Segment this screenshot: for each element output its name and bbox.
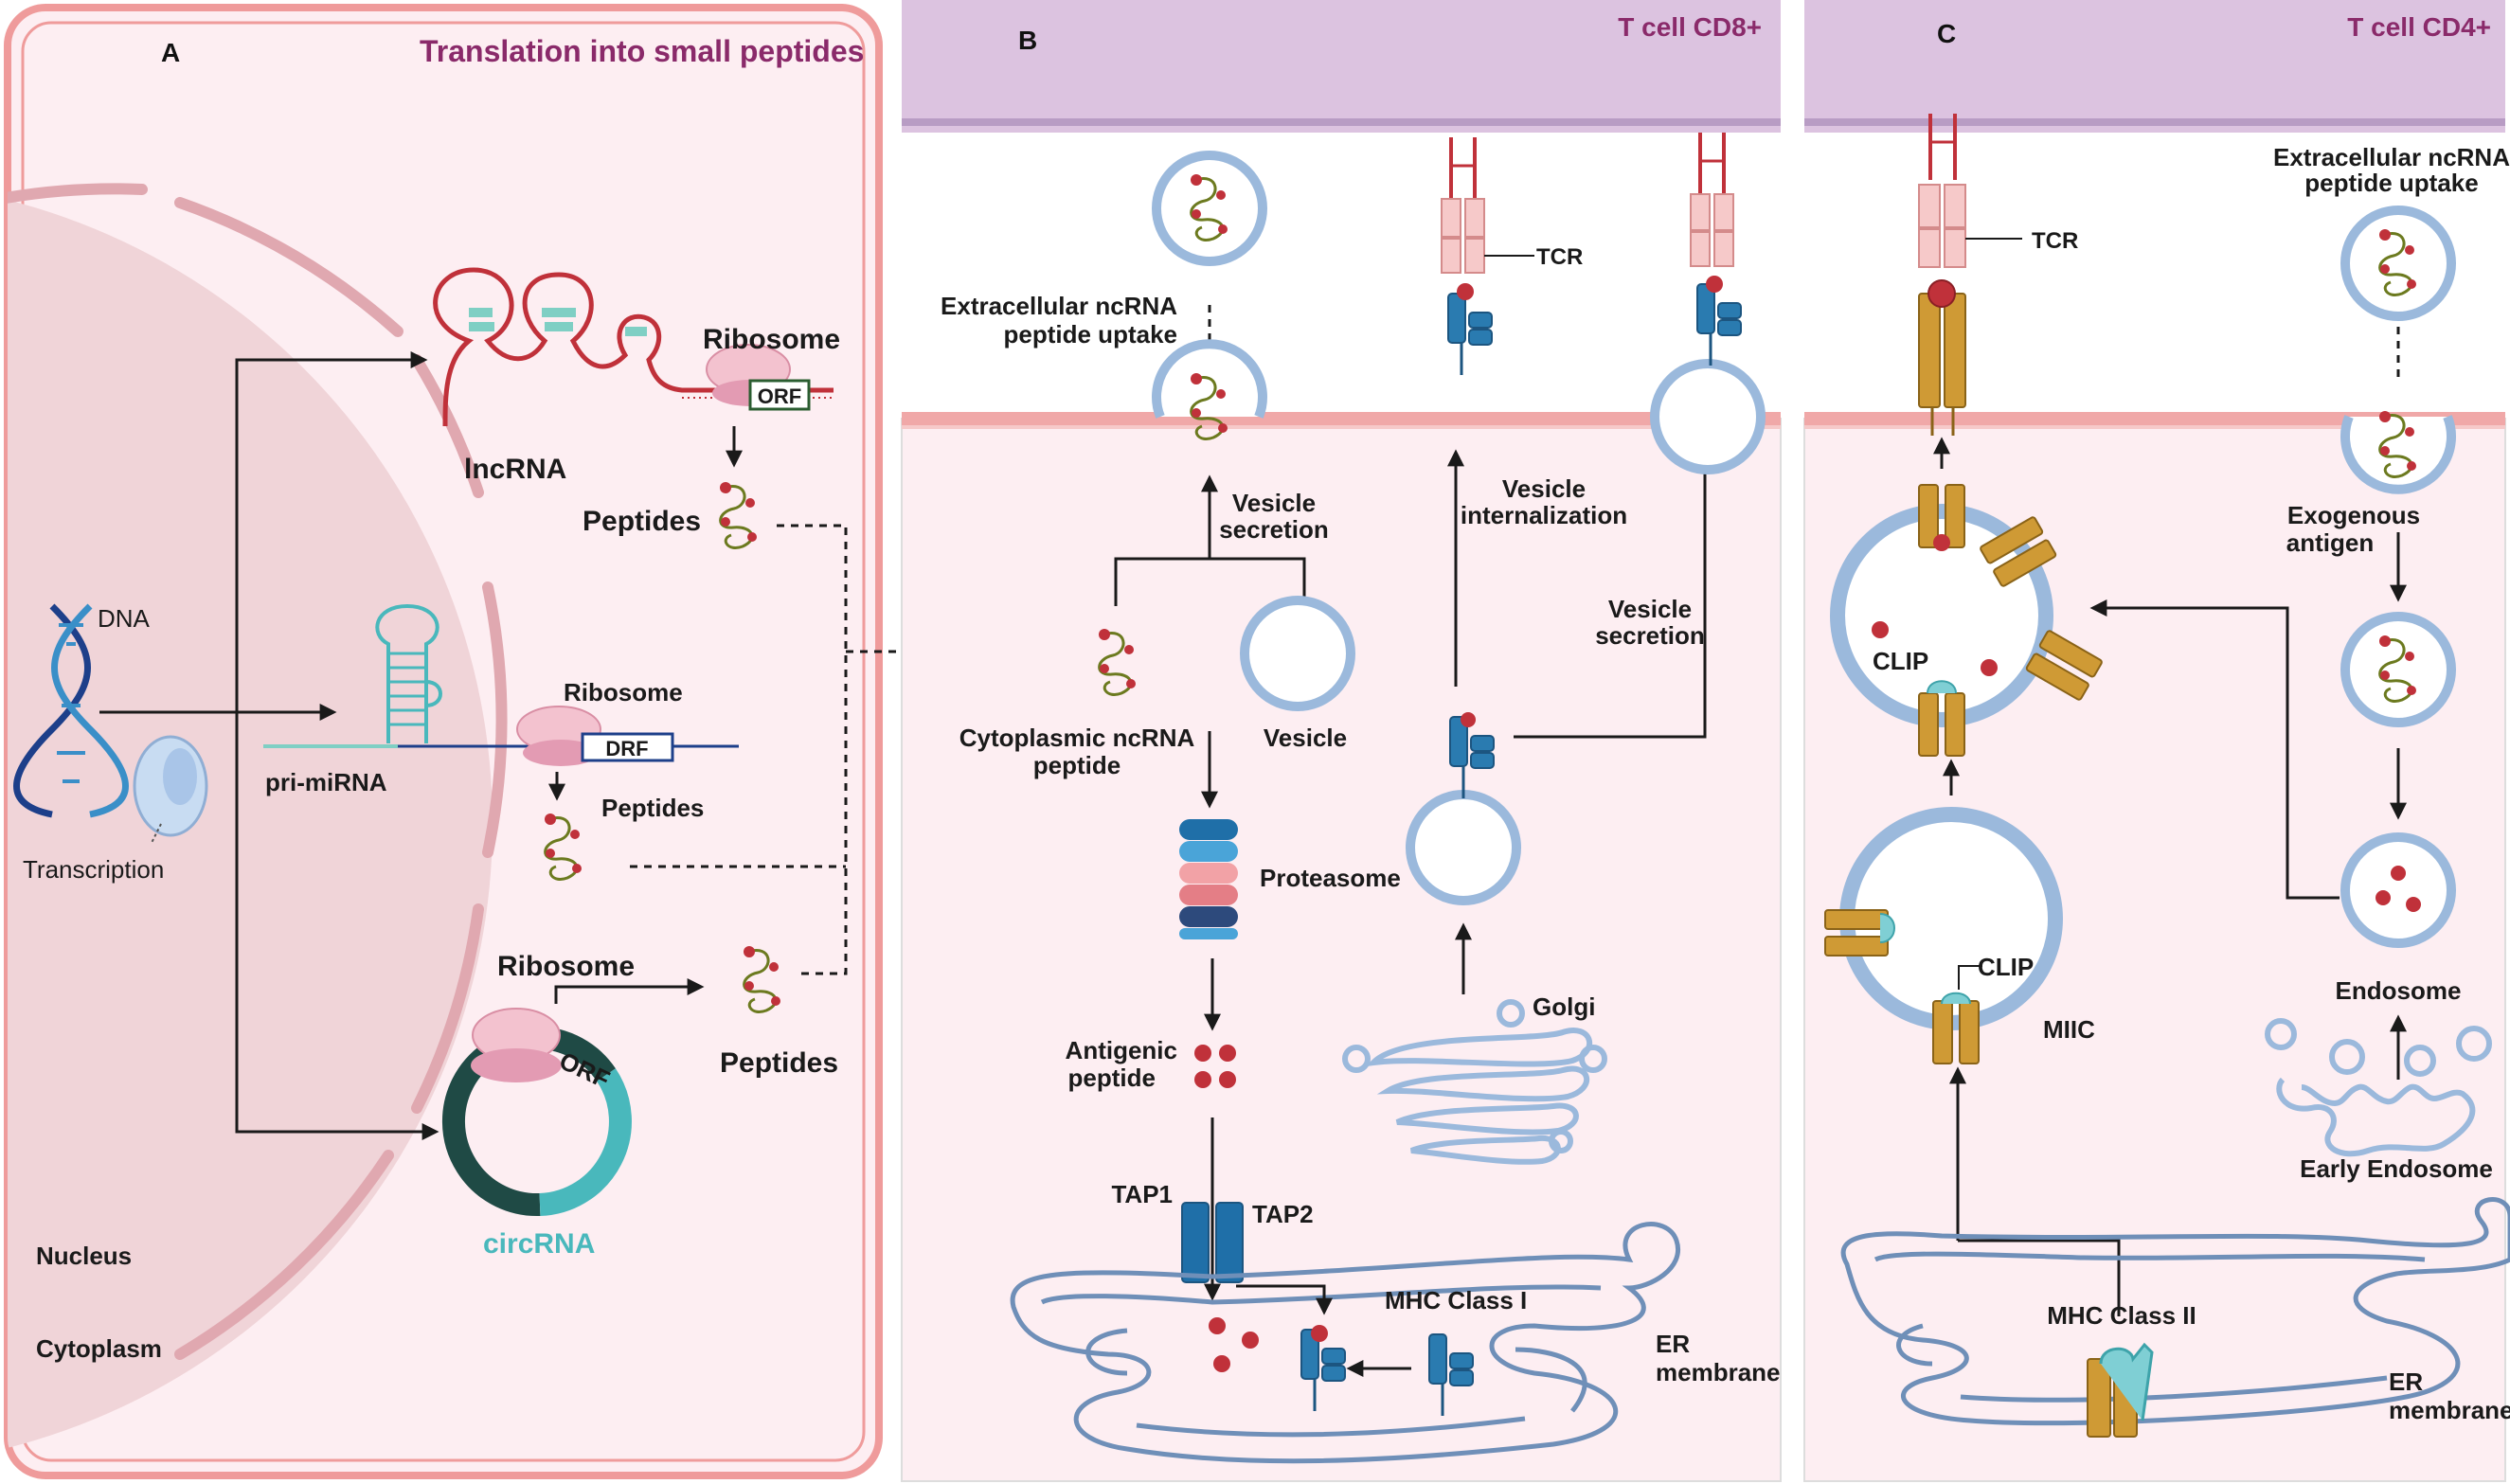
circrna-label: circRNA bbox=[483, 1228, 595, 1260]
mhc2-surface-icon bbox=[1918, 279, 1966, 436]
proteasome-icon bbox=[1179, 819, 1238, 939]
tcell-cd4-label: T cell CD4+ bbox=[2347, 12, 2491, 42]
tcr-cd4-label: TCR bbox=[2032, 228, 2078, 254]
empty-vesicle-icon bbox=[1240, 596, 1355, 711]
peptides-1-label: Peptides bbox=[583, 506, 701, 537]
cytoplasm-label: Cytoplasm bbox=[36, 1334, 162, 1363]
mhc1-vesicle-icon bbox=[1448, 712, 1496, 800]
proteasome-label: Proteasome bbox=[1260, 864, 1401, 892]
early-endosome-icon bbox=[2265, 1018, 2492, 1157]
panel-c: C T cell CD4+ TCR bbox=[1803, 0, 2510, 1482]
mhc1-loaded-icon bbox=[1300, 1325, 1347, 1413]
antigenic-peptide-icon bbox=[1194, 1045, 1236, 1088]
vesicle-label: Vesicle bbox=[1264, 724, 1347, 752]
endosome-icon bbox=[2340, 832, 2456, 948]
er-label-c-1: ER bbox=[2389, 1368, 2423, 1396]
tap1-label: TAP1 bbox=[1111, 1180, 1173, 1208]
vesicle-secretion-2b: secretion bbox=[1595, 621, 1705, 650]
fusing-vesicle-icon bbox=[1152, 339, 1267, 440]
circrna-icon bbox=[441, 1027, 632, 1217]
antigenic-label-1: Antigenic bbox=[1066, 1036, 1177, 1064]
extracellular-c-label-1: Extracellular ncRNA bbox=[2273, 143, 2510, 171]
drf-box bbox=[581, 732, 674, 762]
mhc2-er-icon bbox=[2087, 1342, 2154, 1438]
peptides-3-label: Peptides bbox=[720, 1047, 838, 1079]
rna-polymerase-icon bbox=[133, 735, 208, 844]
pri-mirna-label: pri-miRNA bbox=[265, 768, 387, 796]
internalized-vesicle-icon bbox=[2345, 617, 2451, 723]
nucleus-label: Nucleus bbox=[36, 1242, 132, 1270]
tcr-1-label: TCR bbox=[1536, 244, 1583, 270]
golgi-label: Golgi bbox=[1533, 992, 1595, 1021]
mhc1-surface-1-icon bbox=[1446, 283, 1494, 377]
tcr-2-icon bbox=[1690, 133, 1734, 267]
drf-label: DRF bbox=[605, 737, 648, 760]
dna-label: DNA bbox=[98, 604, 151, 633]
mhc1-label: MHC Class I bbox=[1385, 1286, 1527, 1314]
er-label-c-2: membrane bbox=[2389, 1396, 2510, 1424]
endocytosing-vesicle-icon bbox=[2340, 409, 2456, 494]
extracellular-vesicle-icon bbox=[1156, 155, 1263, 261]
ribosome-2-icon bbox=[516, 706, 601, 766]
extracellular-label-1: Extracellular ncRNA bbox=[941, 292, 1177, 320]
dna-helix-icon bbox=[13, 603, 129, 818]
tcr-cd4-icon bbox=[1918, 114, 1966, 268]
vesicle-secretion-1a: Vesicle bbox=[1232, 489, 1316, 517]
ribosome-1-label: Ribosome bbox=[703, 324, 840, 355]
panel-a: A Translation into small peptides DNA Tr… bbox=[4, 4, 883, 1479]
tcell-cd4-membrane bbox=[1804, 0, 2505, 133]
golgi-icon bbox=[1342, 999, 1607, 1165]
endosome-label: Endosome bbox=[2336, 976, 2462, 1005]
surface-vesicle-icon bbox=[1650, 359, 1766, 474]
er-label-b-2: membrane bbox=[1656, 1358, 1781, 1386]
ribosome-2-label: Ribosome bbox=[564, 678, 683, 706]
clip-label-2: CLIP bbox=[1978, 953, 2034, 981]
er-membrane-b bbox=[1010, 1222, 1681, 1464]
er-label-b-1: ER bbox=[1656, 1330, 1690, 1358]
panel-b-letter: B bbox=[1018, 26, 1037, 55]
lncrna-label: lncRNA bbox=[464, 454, 566, 485]
panel-a-title: Translation into small peptides bbox=[420, 34, 864, 68]
peptides-2-label: Peptides bbox=[601, 794, 704, 822]
nucleus-shape bbox=[8, 180, 493, 1468]
extracellular-c-vesicle-icon bbox=[2345, 210, 2451, 316]
orf-1-label: ORF bbox=[758, 384, 801, 408]
mhc2-vesicle-bottom-icon bbox=[1918, 680, 1965, 757]
tcell-cd8-label: T cell CD8+ bbox=[1618, 12, 1762, 42]
mhc1-surface-2-icon bbox=[1695, 276, 1743, 367]
panel-a-letter: A bbox=[161, 38, 180, 67]
early-endosome-label: Early Endosome bbox=[2300, 1154, 2493, 1183]
ribosome-3-label: Ribosome bbox=[497, 951, 635, 982]
orf-1-box bbox=[748, 379, 811, 411]
extracellular-label-2: peptide uptake bbox=[1004, 320, 1177, 349]
golgi-vesicle-icon bbox=[1406, 790, 1521, 905]
vesicle-internalization-2: internalization bbox=[1461, 501, 1627, 529]
transcription-label: Transcription bbox=[23, 855, 164, 884]
tcr-1-icon bbox=[1441, 137, 1485, 274]
ribosome-3-icon bbox=[471, 1008, 562, 1082]
mhc2-label: MHC Class II bbox=[2047, 1301, 2196, 1330]
tcell-cd8-membrane bbox=[902, 0, 1781, 133]
vesicle-secretion-2a: Vesicle bbox=[1608, 595, 1692, 623]
tap-transporter-icon bbox=[1181, 1202, 1244, 1283]
vesicle-secretion-1b: secretion bbox=[1219, 515, 1329, 544]
panel-c-letter: C bbox=[1937, 19, 1956, 48]
exogenous-label-2: antigen bbox=[2286, 528, 2374, 557]
vesicle-internalization-1: Vesicle bbox=[1502, 474, 1586, 503]
cytoplasmic-peptide-label-2: peptide bbox=[1033, 751, 1121, 779]
mhc2-miic-bottom-icon bbox=[1932, 992, 1980, 1064]
exogenous-label-1: Exogenous bbox=[2287, 501, 2420, 529]
er-membrane-c bbox=[1840, 1197, 2510, 1426]
cytoplasmic-peptide-label-1: Cytoplasmic ncRNA bbox=[959, 724, 1195, 752]
clip-label-1: CLIP bbox=[1873, 647, 1928, 675]
extracellular-c-label-2: peptide uptake bbox=[2304, 169, 2478, 197]
miic-label: MIIC bbox=[2043, 1015, 2095, 1044]
antigenic-label-2: peptide bbox=[1068, 1064, 1156, 1092]
er-peptides-icon bbox=[1209, 1317, 1259, 1372]
panel-b: B T cell CD8+ Extracellular ncRNA peptid… bbox=[901, 0, 1782, 1482]
tap2-label: TAP2 bbox=[1252, 1200, 1314, 1228]
mhc2-vesicle-top-icon bbox=[1918, 484, 1965, 551]
